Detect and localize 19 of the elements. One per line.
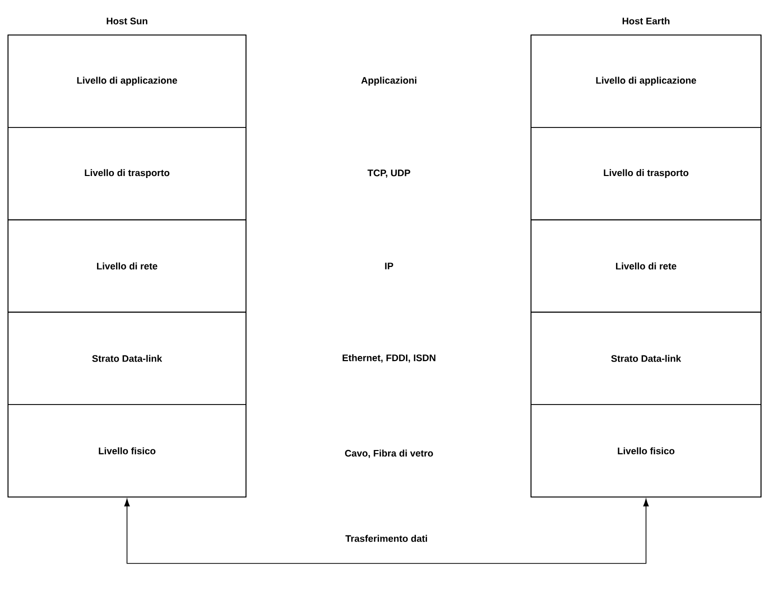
- protocol-label: IP: [385, 262, 394, 270]
- protocol-label: Ethernet, FDDI, ISDN: [342, 354, 436, 363]
- protocol-label: TCP, UDP: [368, 170, 410, 178]
- node-label: Host Earth: [622, 17, 670, 24]
- layer-box: Livello di trasporto: [8, 127, 246, 220]
- layer-box: Livello di rete: [8, 219, 246, 313]
- node-label: Host Sun: [106, 18, 148, 24]
- layer-box: Livello di applicazione: [530, 34, 762, 128]
- layer-box: Livello di trasporto: [530, 127, 762, 220]
- edge-label: Trasferimento dati: [345, 534, 427, 542]
- protocol-label: Applicazioni: [361, 76, 416, 86]
- layer-box: Livello fisico: [530, 404, 762, 498]
- layer-box: Livello fisico: [8, 404, 246, 498]
- layer-box: Livello di applicazione: [8, 34, 246, 128]
- layer-box: Strato Data-link: [530, 312, 762, 405]
- layer-box: Livello di rete: [530, 219, 762, 313]
- arrow: [124, 498, 649, 564]
- protocol-label: Cavo, Fibra di vetro: [345, 450, 433, 458]
- layer-box: Strato Data-link: [8, 312, 246, 405]
